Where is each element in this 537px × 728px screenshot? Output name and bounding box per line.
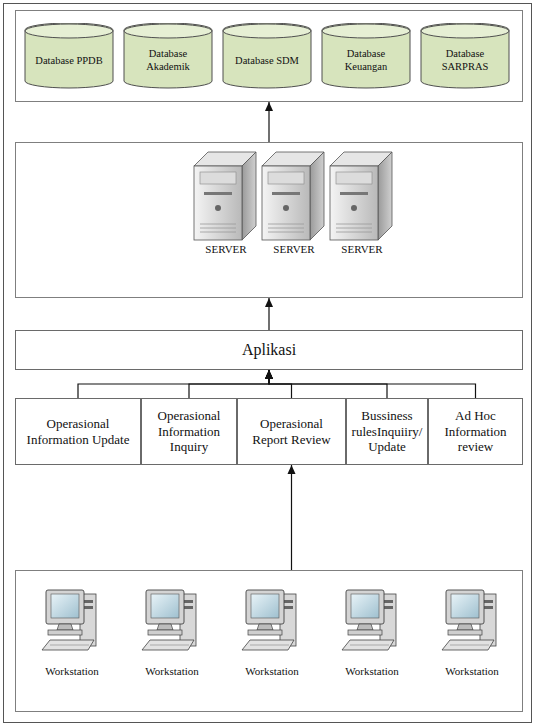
workstation-label: Workstation [27,665,117,677]
process-box: Aplikasi [15,330,523,370]
box-label: Operasional Report Review [241,416,342,447]
arrow-connector [269,370,476,398]
database-cylinder: Database Akademik [123,23,213,89]
database-label: Database Keuangan [325,48,407,73]
box-label: Aplikasi [242,340,296,359]
box-label: Operasional Information Update [19,416,137,447]
process-box: Operasional Information Update [15,398,141,465]
database-cylinder: Database SDM [222,23,312,89]
process-box: Operasional Report Review [237,398,346,465]
server-label: SERVER [249,243,339,255]
arrow-connector [268,102,269,142]
arrow-connector [268,298,269,330]
database-cylinder: Database SARPRAS [420,23,510,89]
arrow-connector [78,370,269,398]
database-label: Database PPDB [35,55,102,68]
box-label: Operasional Information Inquiry [145,408,233,455]
process-box: Ad Hoc Information review [428,398,523,465]
layer-band: Workstation Workstation Workstation Worksta… [15,570,523,712]
layer-band: Database PPDB Database Akademik Database S… [15,10,523,102]
layer-band: SERVERSERVERSERVER [15,142,523,298]
workstation-label: Workstation [127,665,217,677]
arrow-connector [189,370,269,398]
box-label: Ad Hoc Information review [432,408,519,455]
workstation-label: Workstation [427,665,517,677]
process-box: Operasional Information Inquiry [141,398,237,465]
database-cylinder: Database Keuangan [321,23,411,89]
server-label: SERVER [181,243,271,255]
database-label: Database SARPRAS [424,48,506,73]
arrow-connector [291,465,292,570]
workstation-label: Workstation [227,665,317,677]
process-box: Bussiness rulesInquiiry/ Update [346,398,428,465]
workstation-label: Workstation [327,665,417,677]
database-label: Database SDM [235,55,299,68]
database-cylinder: Database PPDB [24,23,114,89]
database-label: Database Akademik [127,48,209,73]
server-label: SERVER [317,243,407,255]
box-label: Bussiness rulesInquiiry/ Update [350,408,424,455]
